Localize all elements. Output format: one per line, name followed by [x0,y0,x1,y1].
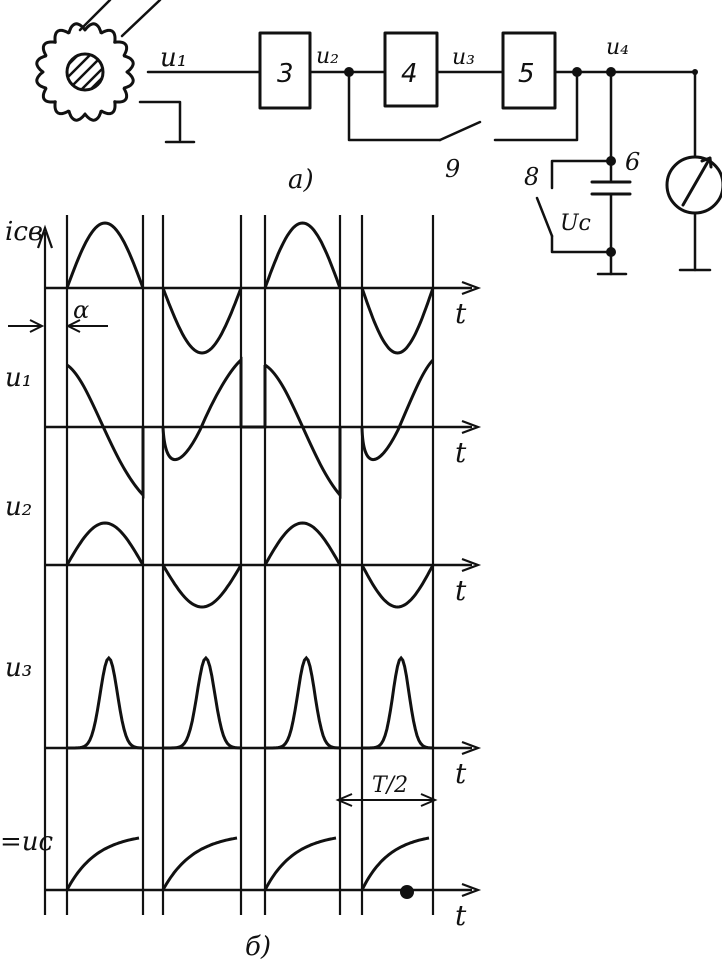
label-switch-9: 9 [445,155,460,183]
label-switch-8: 8 [524,163,539,191]
capacitor [590,180,632,196]
time-axis-label-4: t [455,899,467,932]
time-axis-label-0: t [455,297,467,330]
uc-charge-3 [360,836,430,891]
u1-segment-1 [161,356,243,461]
uc-charge-0 [65,836,140,891]
alpha-arrow-right [65,319,108,333]
label-u3: u₃ [452,45,475,70]
u3-pulse-3 [362,655,434,750]
caption-b: б) [245,932,271,962]
axis-arrow-0 [461,280,482,296]
u1-segment-2 [264,363,342,500]
axis-arrow-2 [461,557,482,573]
block-4-label: 4 [401,59,418,89]
u2-halfwave-3 [360,564,435,609]
circuit-diagram: u₁ 3 u₂ 4 u₃ 5 u₄ 9 a) 6 [35,0,722,276]
u1-segment-0 [66,363,145,499]
icv-halfwave-2 [263,221,342,289]
block-3 [258,31,312,110]
alpha-label: α [73,296,89,324]
switch-9 [438,120,482,142]
label-node-6: 6 [625,148,640,176]
meter-icon [665,155,722,215]
u1-gap [241,365,267,429]
timing-diagram: t iᴄв t u₁ t u₂ t u₃ t =uᴄ αT/2 [0,215,482,932]
sensor-coil-icon [35,0,162,122]
y-axis-arrow [36,224,54,249]
u1-segment-3 [360,358,435,461]
u2-halfwave-0 [65,521,145,566]
time-axis-label-1: t [455,436,467,469]
time-axis-label-3: t [455,757,467,790]
uc-charge-1 [161,836,238,891]
switch-8 [535,196,554,238]
row-label-0: iᴄв [5,217,43,247]
label-u2: u₂ [316,44,339,69]
uc-charge-2 [263,836,337,891]
caption-a: a) [288,165,314,195]
block-5-label: 5 [518,59,535,89]
icv-halfwave-0 [65,221,145,289]
alpha-arrow-left [8,319,45,333]
axis-arrow-3 [461,740,482,756]
label-uc: Uᴄ [560,211,591,236]
icv-halfwave-3 [360,287,435,355]
block-4 [383,31,439,108]
axis-arrow-4 [461,882,482,898]
u2-halfwave-1 [161,564,243,609]
axis-arrow-1 [461,419,482,435]
u3-pulse-2 [265,655,341,750]
period-arrows [335,793,438,807]
time-axis-label-2: t [455,574,467,607]
row-label-2: u₂ [5,492,32,522]
label-u1: u₁ [160,43,187,73]
block-5 [501,31,557,110]
end-dot [400,885,414,899]
u2-halfwave-2 [263,521,342,566]
u3-pulse-0 [67,655,144,750]
label-u4: u₄ [606,35,629,60]
u3-pulse-1 [163,655,242,750]
row-label-1: u₁ [5,363,32,393]
row-label-4: =uᴄ [0,827,54,857]
row-label-3: u₃ [5,653,32,683]
block-3-label: 3 [277,59,294,89]
icv-halfwave-1 [161,287,243,355]
period-label: T/2 [372,773,408,798]
